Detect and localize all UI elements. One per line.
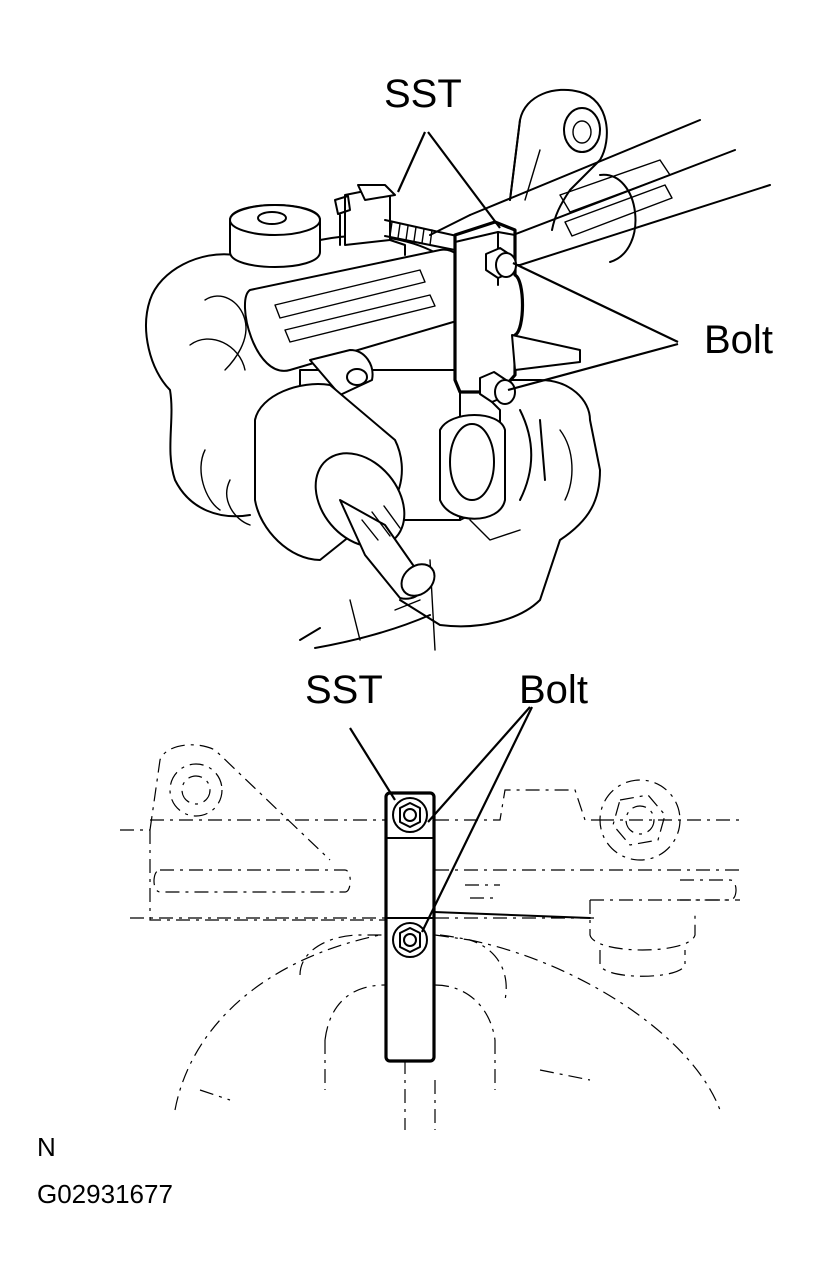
- rack-housing: [429, 119, 771, 266]
- top-leader-lines: [396, 131, 679, 392]
- bottom-leader-lines: [349, 706, 533, 933]
- right-hex-fitting: [599, 779, 681, 861]
- ribbed-cylinder: [189, 248, 472, 372]
- top-bolt-label: Bolt: [704, 318, 773, 362]
- upper-bolt: [485, 247, 517, 279]
- top-port-boss: [229, 204, 321, 268]
- left-mount-ear: [120, 744, 331, 861]
- bottom-view-illustration: [120, 744, 740, 1130]
- input-shaft: [200, 383, 436, 600]
- figure-id: G02931677: [37, 1179, 173, 1209]
- mount-bracket: [509, 88, 608, 231]
- view-code-letter: N: [37, 1132, 56, 1162]
- top-sst-label: SST: [384, 72, 462, 116]
- bottom-bolt-label: Bolt: [519, 668, 588, 712]
- lower-bolt-front: [392, 922, 428, 958]
- bracket-edge: [433, 911, 591, 919]
- lower-bolt: [479, 371, 516, 405]
- upper-bolt-front: [392, 797, 428, 833]
- bottom-sst-label: SST: [305, 668, 383, 712]
- top-view-illustration: [145, 88, 771, 651]
- sst-plate: [453, 220, 581, 394]
- lower-dome: [174, 934, 721, 1130]
- top-view-base-lines: [394, 519, 521, 611]
